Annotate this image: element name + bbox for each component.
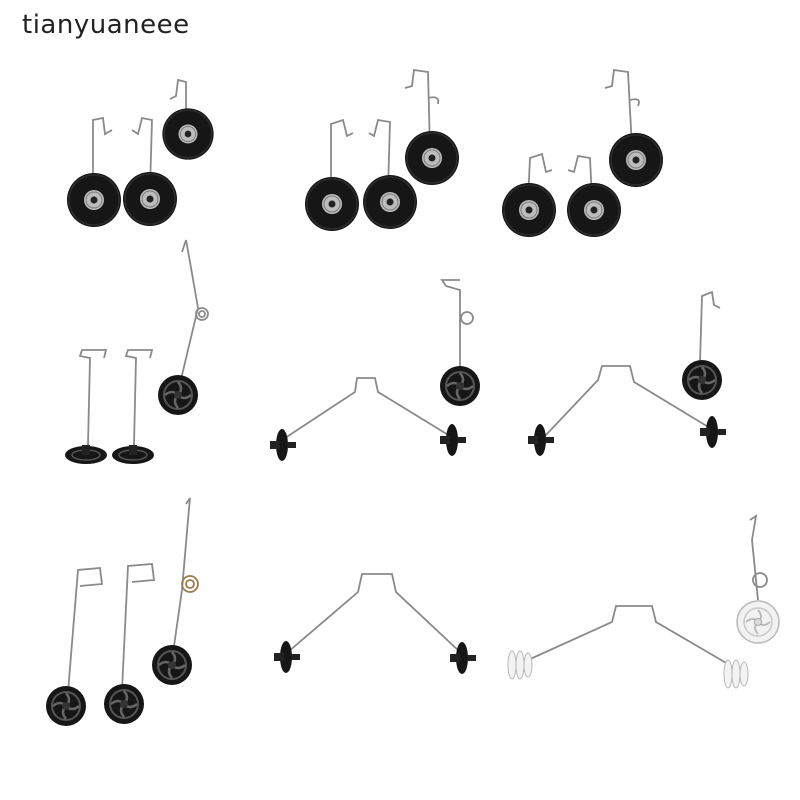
- side-wheel-icon: [528, 424, 554, 456]
- spoked-wheel-icon: [102, 682, 146, 726]
- spoked-wheel-icon: [44, 684, 88, 728]
- white-side-wheel-icon: [723, 659, 749, 689]
- side-wheel-icon: [440, 424, 466, 456]
- side-wheel-icon: [700, 416, 726, 448]
- white-wheel-gear-set: [527, 514, 768, 665]
- foam-tire-gear-set-2: [330, 68, 440, 191]
- foam-tire-gear-set-3: [527, 68, 640, 201]
- white-spoked-wheel-icon: [736, 600, 780, 644]
- small-wheel-gear-set: [78, 239, 209, 446]
- spoked-wheel-gear-set: [67, 497, 199, 693]
- bent-axle-gear-set-1: [281, 279, 474, 441]
- foam-tire-icon: [404, 130, 460, 186]
- foam-tire-icon: [362, 174, 418, 230]
- foam-tire-gear-set-1: [92, 78, 187, 189]
- white-side-wheel-icon: [507, 650, 533, 680]
- bent-axle-gear-set-2: [544, 290, 721, 437]
- foam-tire-icon: [304, 176, 360, 232]
- small-wheel-icon: [111, 444, 155, 465]
- spoked-wheel-icon: [438, 364, 482, 408]
- small-wheel-icon: [64, 444, 108, 465]
- spoked-wheel-icon: [156, 373, 200, 417]
- foam-tire-icon: [566, 182, 622, 238]
- foam-tire-icon: [122, 171, 178, 227]
- foam-tire-icon: [66, 172, 122, 228]
- bent-axle-gear: [287, 573, 461, 653]
- spoked-wheel-icon: [150, 643, 194, 687]
- spoked-wheel-icon: [680, 358, 724, 402]
- foam-tire-icon: [608, 132, 664, 188]
- foam-tire-icon: [161, 107, 215, 161]
- store-watermark: tianyuaneee: [22, 10, 190, 40]
- foam-tire-icon: [501, 182, 557, 238]
